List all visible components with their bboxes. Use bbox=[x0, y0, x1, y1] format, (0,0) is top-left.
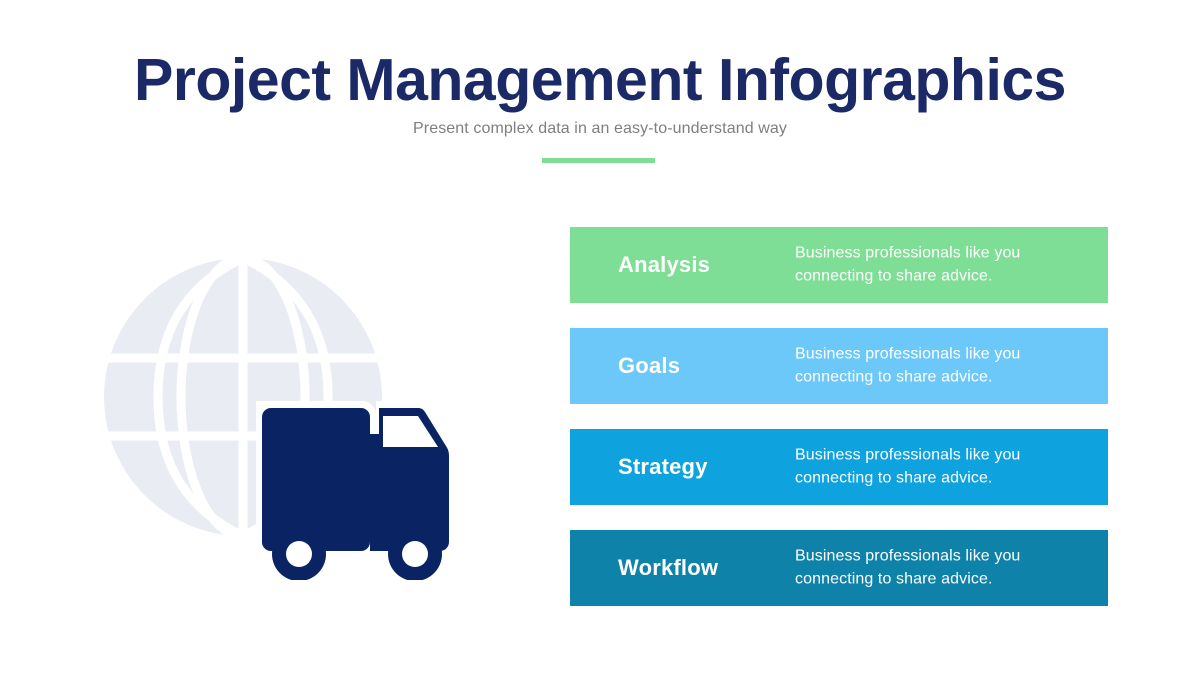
info-bar-list: Analysis Business professionals like you… bbox=[570, 227, 1108, 606]
info-bar-analysis[interactable]: Analysis Business professionals like you… bbox=[570, 227, 1108, 303]
info-bar-workflow[interactable]: Workflow Business professionals like you… bbox=[570, 530, 1108, 606]
info-bar-label: Analysis bbox=[618, 252, 711, 277]
info-bar-strategy[interactable]: Strategy Business professionals like you… bbox=[570, 429, 1108, 505]
illustration-globe-truck bbox=[80, 235, 560, 580]
info-bar-goals[interactable]: Goals Business professionals like you co… bbox=[570, 328, 1108, 404]
page-subtitle: Present complex data in an easy-to-under… bbox=[413, 120, 787, 137]
info-bar-description: Business professionals like you connecti… bbox=[795, 446, 1021, 486]
info-bar-description: Business professionals like you connecti… bbox=[795, 345, 1021, 385]
info-bar-description: Business professionals like you connecti… bbox=[795, 244, 1021, 284]
info-bar-description: Business professionals like you connecti… bbox=[795, 547, 1021, 587]
info-bar-label: Goals bbox=[618, 353, 681, 378]
info-bar-label: Strategy bbox=[618, 454, 708, 479]
info-bar-label: Workflow bbox=[618, 555, 719, 580]
delivery-truck-icon bbox=[256, 401, 450, 580]
accent-divider bbox=[542, 158, 655, 163]
page-title: Project Management Infographics bbox=[134, 47, 1066, 113]
